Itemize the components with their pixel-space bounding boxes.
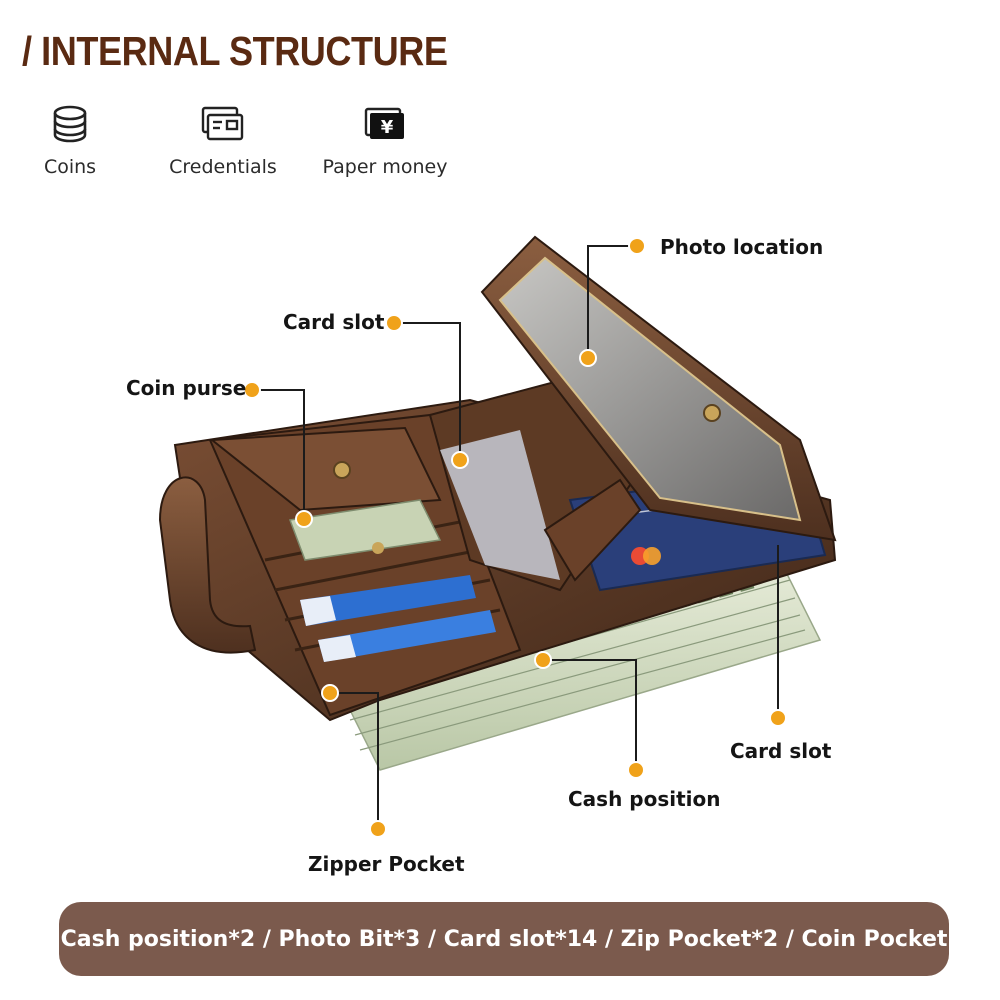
svg-text:¥: ¥ <box>381 117 394 138</box>
coins-icon <box>0 104 145 144</box>
feature-coins: Coins <box>0 104 145 178</box>
paper-money-icon: ¥ <box>310 104 460 144</box>
feature-label: Paper money <box>322 156 448 178</box>
callout-card-slot-right: Card slot <box>730 739 832 763</box>
callout-zipper-pocket: Zipper Pocket <box>308 852 465 876</box>
feature-label: Credentials <box>169 156 277 178</box>
feature-label: Coins <box>43 156 97 178</box>
credentials-icon <box>148 104 298 144</box>
summary-text: Cash position*2 / Photo Bit*3 / Card slo… <box>60 926 948 952</box>
feature-credentials: Credentials <box>148 104 298 178</box>
summary-banner: Cash position*2 / Photo Bit*3 / Card slo… <box>59 902 949 976</box>
page-title: / INTERNAL STRUCTURE <box>22 28 448 74</box>
callout-photo-location: Photo location <box>660 235 824 259</box>
callout-coin-purse: Coin purse <box>126 376 247 400</box>
callout-cash-position: Cash position <box>568 787 721 811</box>
callout-card-slot-top: Card slot <box>283 310 385 334</box>
feature-paper-money: ¥ Paper money <box>310 104 460 178</box>
